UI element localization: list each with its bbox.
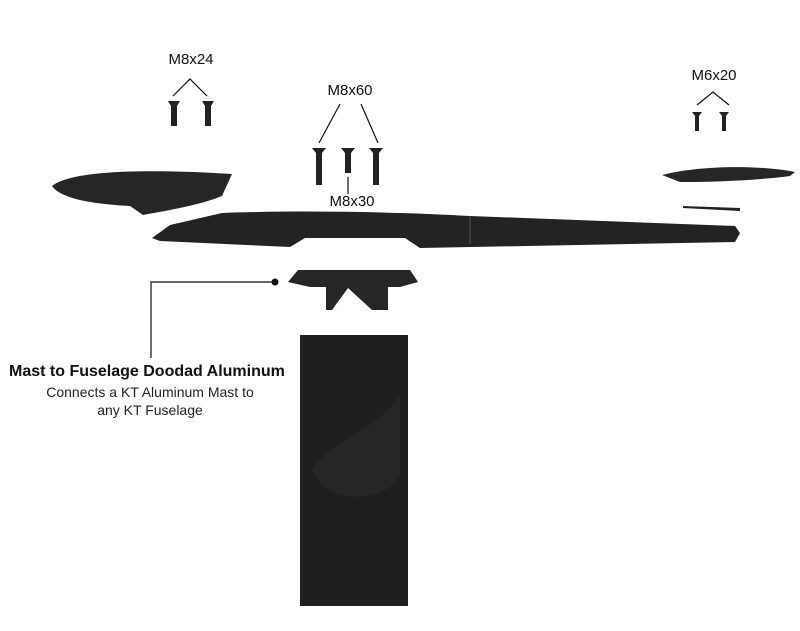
callout-lines xyxy=(150,78,730,358)
label-m6x20: M6x20 xyxy=(691,67,737,84)
screws xyxy=(168,101,729,185)
front-wing xyxy=(52,171,232,215)
rear-stabilizer xyxy=(662,167,795,182)
screw-m8x60-right xyxy=(369,148,383,185)
screw-m8x60-left xyxy=(312,148,326,185)
screw-m8x24-left xyxy=(168,101,180,126)
screw-m6x20-right xyxy=(719,112,729,131)
screw-m8x30 xyxy=(341,148,355,173)
part-description-line2: any KT Fuselage xyxy=(97,402,203,418)
callout-dot xyxy=(271,278,279,286)
screw-m6x20-left xyxy=(692,112,702,131)
label-m8x24: M8x24 xyxy=(168,51,214,68)
part-title: Mast to Fuselage Doodad Aluminum xyxy=(9,363,285,380)
label-m8x30: M8x30 xyxy=(329,193,375,210)
label-m8x60: M8x60 xyxy=(327,82,373,99)
fuselage xyxy=(152,211,740,248)
part-description-line1: Connects a KT Aluminum Mast to xyxy=(46,384,254,400)
screw-m8x24-right xyxy=(202,101,214,126)
mast-doodad xyxy=(288,270,418,310)
stabilizer-shim xyxy=(683,206,740,211)
